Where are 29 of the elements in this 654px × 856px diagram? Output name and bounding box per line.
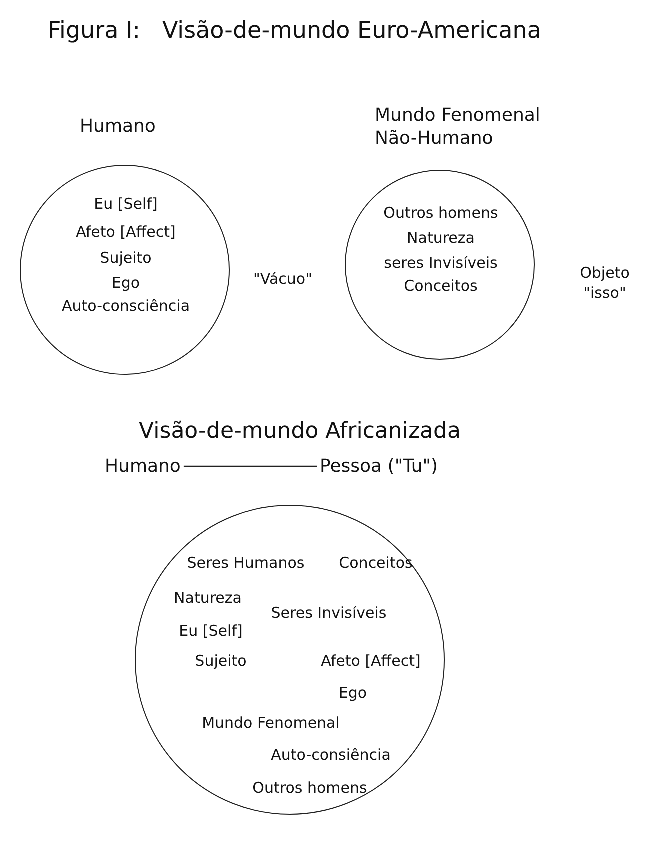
circle-item-text: Natureza — [407, 229, 475, 247]
circle-item-text: Afeto [Affect] — [321, 652, 421, 670]
circle-item-text: Auto-consiência — [271, 746, 391, 764]
circle-item-text: Eu [Self] — [179, 622, 243, 640]
circle-item-text: Seres Humanos — [187, 554, 305, 572]
circle-item-text: Outros homens — [252, 779, 368, 797]
circle-item-text: Conceitos — [404, 277, 478, 295]
circle-item-text: Sujeito — [195, 652, 247, 670]
circle-item-text: Seres Invisíveis — [271, 604, 387, 622]
circle-item-text: Eu [Self] — [94, 195, 158, 213]
circle-item-text: Auto-consciência — [62, 297, 190, 315]
circle-item-text: Natureza — [174, 589, 242, 607]
node-text: Pessoa ("Tu") — [320, 456, 438, 477]
label-text: Visão-de-mundo Africanizada — [138, 418, 462, 446]
circle-item-text: Outros homens — [384, 204, 498, 222]
node-text: Humano — [105, 456, 181, 477]
circle-item-text: Mundo Fenomenal — [202, 714, 340, 732]
circle-item-text: Ego — [112, 274, 140, 292]
circle-item-text: Ego — [338, 684, 368, 702]
label-text: Objeto "isso" — [579, 264, 631, 303]
circle-item-text: Conceitos — [339, 554, 413, 572]
circle-item-text: seres Invisíveis — [384, 254, 498, 272]
circle-item-text: Sujeito — [100, 249, 152, 267]
circle-heading: Humano — [80, 115, 157, 138]
label-text: "Vácuo" — [252, 270, 314, 290]
circle-heading: Mundo Fenomenal Não-Humano — [375, 104, 542, 151]
circle-item-text: Afeto [Affect] — [76, 223, 176, 241]
connector-line — [184, 466, 317, 468]
diagram-title: Figura I: Visão-de-mundo Euro-Americana — [48, 18, 542, 44]
